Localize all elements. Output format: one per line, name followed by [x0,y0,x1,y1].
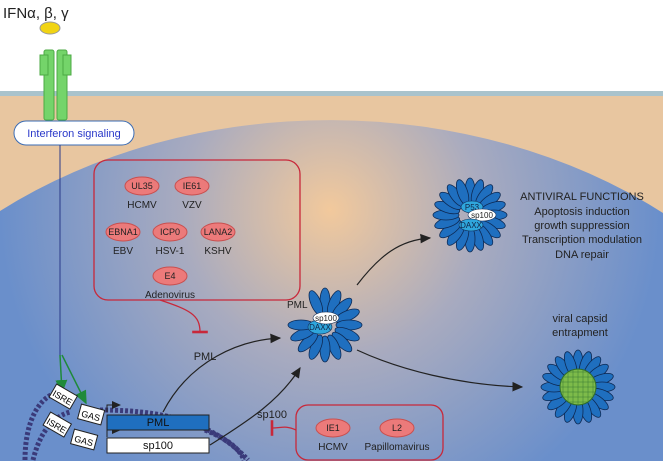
tss-arrow-pml [106,401,121,412]
virus-name: HCMV [127,200,157,211]
svg-text:GAS: GAS [80,409,101,424]
pml-inhibition-line [159,299,208,334]
p53-label: P53 [465,203,480,212]
virus-name: KSHV [204,246,232,257]
pml-inhibition-label: PML [194,351,217,363]
virus-name: EBV [113,246,133,257]
capsid-label: viral capsid entrapment [552,313,608,339]
svg-text:viral capsid: viral capsid [552,313,607,325]
svg-text:ANTIVIRAL FUNCTIONS: ANTIVIRAL FUNCTIONS [520,191,644,203]
cell-membrane [0,91,663,96]
gene-pml-label: PML [147,417,170,429]
arrow-to-antiviral [356,233,432,286]
sp100-inhibition-label: sp100 [257,409,287,421]
arrow-to-capsid [356,349,524,392]
protein-name: IE1 [326,423,340,433]
gene-sp100-label: sp100 [143,440,173,452]
sp100-label: sp100 [315,314,337,323]
green-arrow-gas [61,354,87,405]
sp100-inhibition-line [270,420,297,436]
virus-name: VZV [182,200,202,211]
pml-label: PML [287,300,308,311]
promoter-gas-1: GAS [76,403,106,426]
svg-text:DNA repair: DNA repair [555,249,609,261]
protein-name: IE61 [183,181,202,191]
protein-name: EBNA1 [108,227,138,237]
protein-name: UL35 [131,181,153,191]
arrow-sp100-to-body [209,366,301,446]
virus-name: HCMV [318,442,348,453]
daxx-protein [458,218,484,232]
virus-name: Papillomavirus [364,442,429,453]
svg-text:Transcription modulation: Transcription modulation [522,234,642,246]
svg-text:growth suppression: growth suppression [534,220,629,232]
protein-name: LANA2 [204,227,233,237]
receptor [39,49,72,121]
svg-text:Apoptosis induction: Apoptosis induction [534,206,629,218]
sp100-protein [467,208,497,222]
interferon-signaling-label: Interferon signaling [27,128,121,140]
gene-sp100 [106,437,210,454]
virus-name: Adenovirus [145,290,195,301]
virus-name: HSV-1 [156,246,185,257]
viral-inhibitors-sp100-box [295,404,444,461]
protein-name: E4 [164,271,175,281]
daxx-label: DAXX [460,221,482,230]
sp100-label: sp100 [471,211,493,220]
viral-inhibitors-pml-box [93,159,301,301]
ligand-label: IFNα, β, γ [3,5,69,22]
antiviral-functions: ANTIVIRAL FUNCTIONS Apoptosis induction … [520,191,644,261]
protein-name: ICP0 [160,227,180,237]
pml-body-capsid [540,349,616,425]
interferon-signaling-box [13,120,135,146]
ifn-ligand [39,21,61,35]
svg-text:entrapment: entrapment [552,327,608,339]
promoter-gas-2: GAS [69,428,99,451]
svg-text:GAS: GAS [73,434,94,449]
green-arrow-isre [55,354,68,394]
daxx-label: DAXX [309,323,331,332]
sp100-protein [312,311,340,325]
arrow-pml-to-body [162,333,282,413]
protein-name: L2 [392,423,402,433]
gene-pml [106,414,210,431]
